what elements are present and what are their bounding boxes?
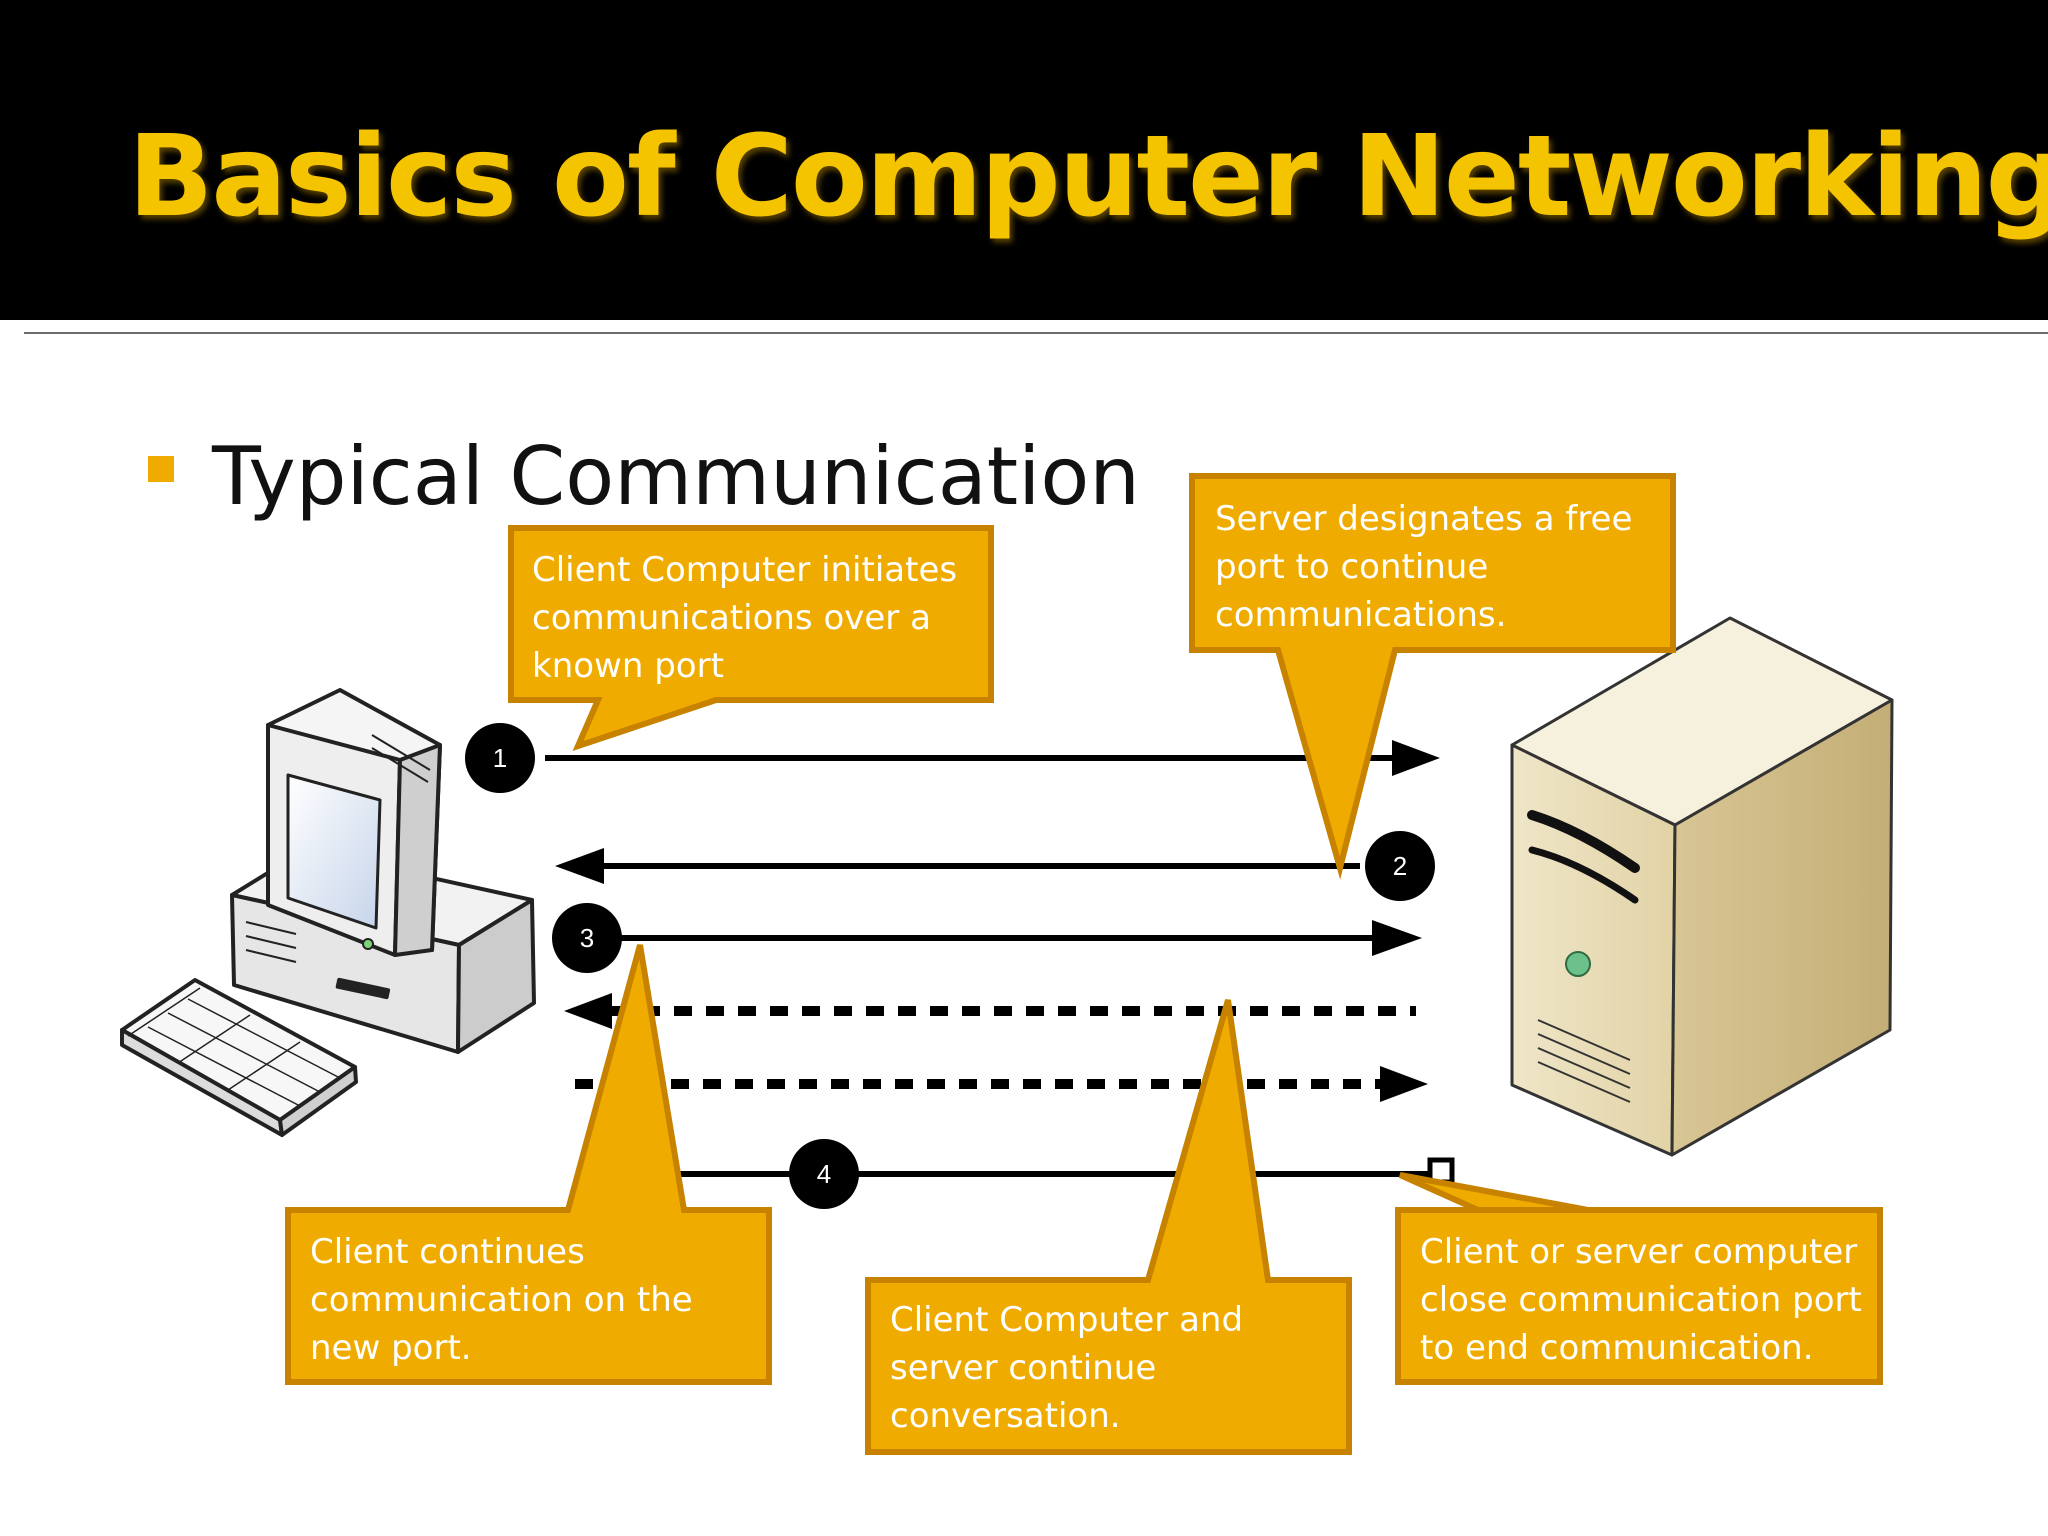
- server-tower-icon: [1510, 616, 1894, 1157]
- bullet-text: Typical Communication: [212, 430, 1140, 523]
- callout-client-continues: [285, 944, 772, 1385]
- arrow-2-server-to-client: [555, 848, 1360, 884]
- header-divider: [24, 332, 2048, 334]
- step-1-label: 1: [493, 743, 507, 773]
- step-4-marker: 4: [789, 1139, 859, 1209]
- callout-server-designates-text: Server designates a free port to continu…: [1215, 499, 1633, 635]
- connection-4-close-line: [630, 1157, 1455, 1185]
- callout-conversation: [865, 999, 1352, 1455]
- step-3-label: 3: [580, 923, 594, 953]
- callout-server-designates: [1189, 473, 1676, 880]
- step-2-label: 2: [1393, 851, 1407, 881]
- title-bar: Basics of Computer Networking: [0, 0, 2048, 320]
- callout-conversation-text: Client Computer and server continue conv…: [890, 1300, 1244, 1436]
- arrow-dashed-client-to-server: [575, 1066, 1428, 1102]
- arrow-dashed-server-to-client: [564, 993, 1416, 1029]
- callout-client-initiates-text: Client Computer initiates communications…: [532, 550, 958, 686]
- slide-title: Basics of Computer Networking: [128, 112, 2048, 242]
- step-3-marker: 3: [552, 903, 622, 973]
- bullet-square-icon: [148, 456, 174, 482]
- callout-client-continues-text: Client continues communication on the ne…: [310, 1232, 693, 1368]
- callout-close-text: Client or server computer close communic…: [1420, 1232, 1862, 1368]
- arrow-1-client-to-server: [545, 740, 1440, 776]
- callout-client-initiates: [508, 525, 994, 751]
- desktop-computer-icon: [120, 688, 536, 1137]
- arrow-3-client-to-server: [610, 920, 1422, 956]
- step-4-label: 4: [817, 1159, 831, 1189]
- callout-close: [1395, 1172, 1883, 1385]
- step-2-marker: 2: [1365, 831, 1435, 901]
- step-1-marker: 1: [465, 723, 535, 793]
